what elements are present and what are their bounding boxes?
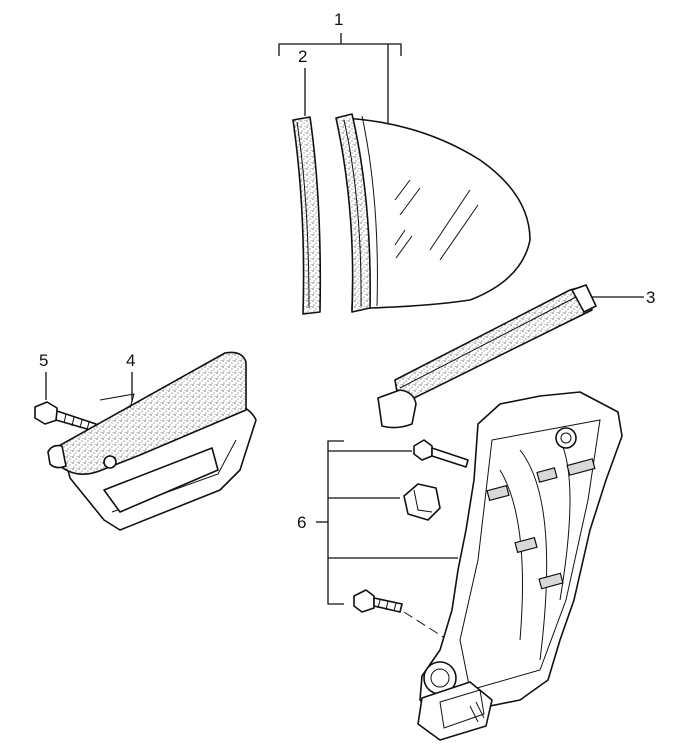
window-regulator-part-6 xyxy=(353,391,623,741)
lower-seal-rail-part-3 xyxy=(377,284,597,429)
callout-5-label: 5 xyxy=(39,351,48,370)
trim-bracket-part-4 xyxy=(47,351,257,531)
bolt-part-5 xyxy=(34,401,97,432)
callout-4-label: 4 xyxy=(126,351,135,370)
quarter-glass-part-1 xyxy=(335,113,531,313)
callout-6-label: 6 xyxy=(297,513,306,532)
callout-6-bracket xyxy=(316,440,458,605)
callout-2-label: 2 xyxy=(298,47,307,66)
seal-strip-part-2 xyxy=(292,116,322,315)
callout-3-label: 3 xyxy=(646,288,655,307)
callout-1-bracket xyxy=(278,33,402,124)
callout-1-label: 1 xyxy=(334,10,343,29)
